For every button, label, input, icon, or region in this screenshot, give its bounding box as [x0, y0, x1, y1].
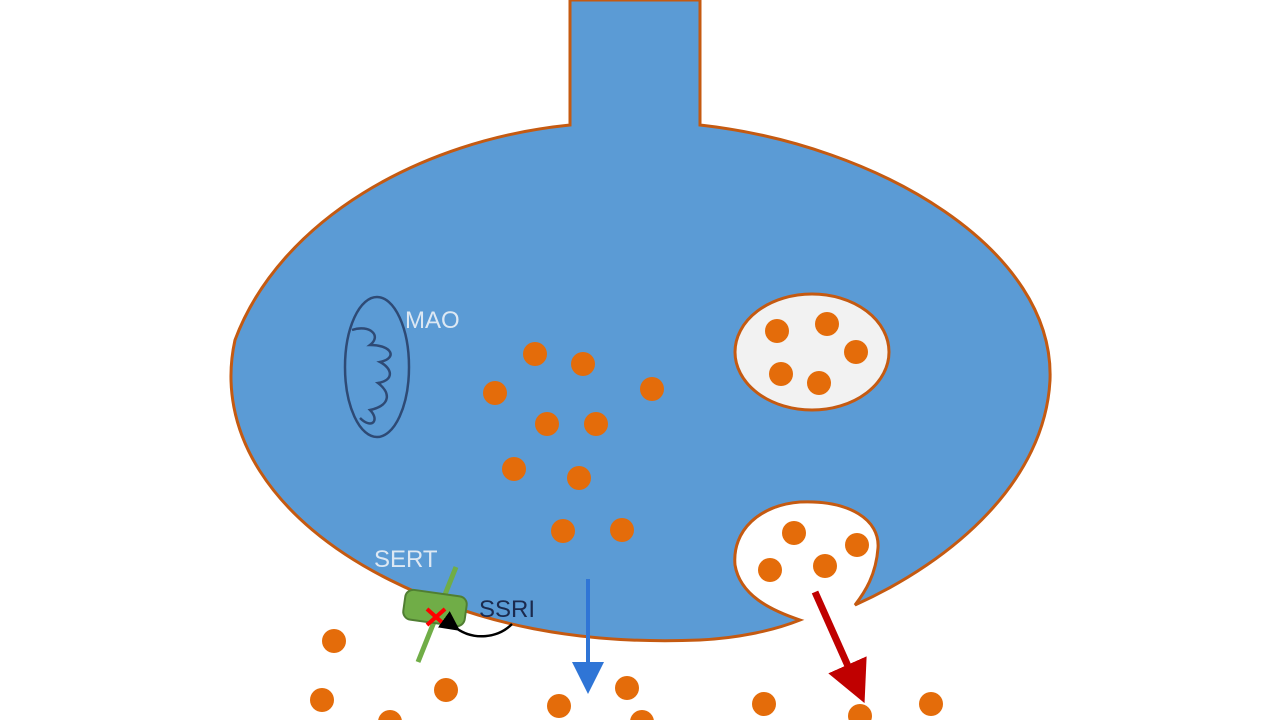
serotonin-molecule	[547, 694, 571, 718]
fusing-vesicle-serotonin-group	[758, 521, 869, 582]
serotonin-molecule	[813, 554, 837, 578]
vesicle-serotonin-group	[765, 312, 868, 395]
cytoplasmic-serotonin-group	[483, 342, 664, 543]
serotonin-molecule	[322, 629, 346, 653]
serotonin-molecule	[502, 457, 526, 481]
serotonin-molecule	[378, 710, 402, 720]
serotonin-molecule	[769, 362, 793, 386]
serotonin-molecule	[567, 466, 591, 490]
serotonin-molecule	[752, 692, 776, 716]
serotonin-molecule	[551, 519, 575, 543]
release-arrow	[811, 590, 867, 704]
serotonin-molecule	[523, 342, 547, 366]
serotonin-molecule	[630, 710, 654, 720]
serotonin-molecule	[848, 704, 872, 720]
serotonin-molecule	[615, 676, 639, 700]
serotonin-molecule	[919, 692, 943, 716]
serotonin-molecule	[571, 352, 595, 376]
mitochondrion-icon	[343, 295, 411, 439]
ssri-inhibition-arrow	[437, 611, 513, 638]
serotonin-molecule	[483, 381, 507, 405]
serotonin-molecule	[782, 521, 806, 545]
serotonin-molecule	[584, 412, 608, 436]
mao-label: MAO	[405, 307, 460, 334]
presynaptic-terminal	[229, 0, 1052, 643]
serotonin-molecule	[844, 340, 868, 364]
serotonin-molecule	[640, 377, 664, 401]
serotonin-molecule	[535, 412, 559, 436]
serotonin-molecule	[765, 319, 789, 343]
ssri-label: SSRI	[479, 596, 535, 623]
serotonin-molecule	[610, 518, 634, 542]
serotonin-molecule	[310, 688, 334, 712]
serotonin-molecule	[815, 312, 839, 336]
serotonin-molecule	[758, 558, 782, 582]
synaptic-cleft-serotonin-group	[310, 629, 943, 720]
serotonin-molecule	[845, 533, 869, 557]
serotonin-molecule	[807, 371, 831, 395]
sert-label: SERT	[374, 546, 438, 573]
serotonin-molecule	[434, 678, 458, 702]
